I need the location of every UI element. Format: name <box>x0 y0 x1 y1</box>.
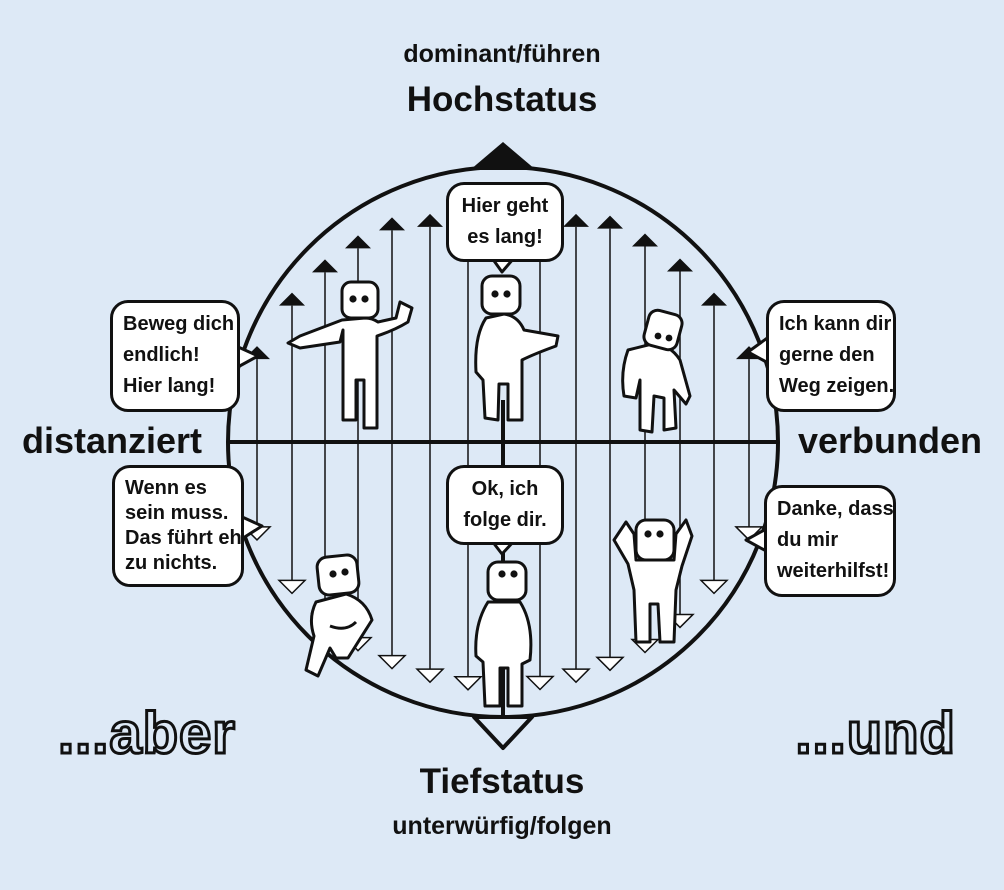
up-arrow-head <box>417 213 443 227</box>
top-title: Hochstatus <box>406 80 598 119</box>
figure-pointing-left <box>286 280 414 430</box>
down-arrow-head <box>561 668 591 684</box>
up-arrow-head <box>667 258 693 272</box>
down-arrow-head <box>595 656 625 672</box>
bubble-line: Ok, ich <box>471 478 539 500</box>
bubble-line: weiterhilfst! <box>777 560 890 582</box>
down-arrow-head <box>525 675 555 691</box>
bubble-line: Wenn es <box>125 477 207 499</box>
left-axis-label: distanziert <box>22 420 203 461</box>
bubble-line: Das führt eh <box>125 527 242 549</box>
figure-bowing <box>621 308 692 434</box>
bubble-line: Beweg dich <box>123 313 235 335</box>
speech-bubble-top-center: Hier geht es lang! <box>446 182 564 262</box>
figure-cheering <box>612 518 694 644</box>
up-arrow-head <box>379 217 405 231</box>
down-arrowhead <box>472 715 534 750</box>
bubble-line: sein muss. <box>125 502 229 524</box>
bubble-line: Weg zeigen. <box>779 375 895 397</box>
bubble-line: Hier geht <box>461 195 549 217</box>
down-arrow-head <box>699 579 729 595</box>
speech-bubble-top-left: Beweg dich endlich! Hier lang! <box>110 300 240 412</box>
top-subtitle: dominant/führen <box>403 40 601 68</box>
bubble-line: du mir <box>777 529 839 551</box>
bubble-line: folge dir. <box>463 509 547 531</box>
up-arrow-head <box>597 215 623 229</box>
bubble-line: Danke, dass <box>777 498 894 520</box>
bubble-line: Ich kann dir <box>779 313 892 335</box>
down-arrow-head <box>415 668 445 684</box>
figure-gesturing-center <box>474 274 560 422</box>
up-arrow-head <box>701 292 727 306</box>
speech-bubble-bottom-left: Wenn es sein muss. Das führt eh zu nicht… <box>112 465 244 587</box>
figure-following <box>474 560 533 708</box>
bubble-line: endlich! <box>123 344 200 366</box>
figure-sitting <box>304 553 374 678</box>
down-arrow-head <box>453 676 483 691</box>
bubble-line: gerne den <box>779 344 875 366</box>
speech-bubble-bottom-right: Danke, dass du mir weiterhilfst! <box>764 485 896 597</box>
bubble-line: zu nichts. <box>125 552 218 574</box>
bottom-right-label: ...und <box>794 700 957 768</box>
upward-arrows <box>244 206 762 442</box>
bottom-left-label: ...aber <box>57 700 237 768</box>
bottom-subtitle: unterwürfig/folgen <box>392 812 612 840</box>
up-arrow-head <box>312 259 338 273</box>
up-arrow-head <box>632 233 658 247</box>
speech-bubble-top-right: Ich kann dir gerne den Weg zeigen. <box>766 300 896 412</box>
speech-bubble-bottom-center: Ok, ich folge dir. <box>446 465 564 545</box>
up-arrow-head <box>279 292 305 306</box>
up-arrowhead <box>470 142 536 170</box>
right-axis-label: verbunden <box>797 420 982 461</box>
up-arrow-head <box>345 235 371 249</box>
bottom-title: Tiefstatus <box>419 762 585 801</box>
bubble-line: es lang! <box>467 226 543 248</box>
down-arrow-head <box>377 654 407 670</box>
down-arrow-head <box>277 579 307 595</box>
bubble-line: Hier lang! <box>123 375 216 397</box>
up-arrow-head <box>563 213 589 227</box>
